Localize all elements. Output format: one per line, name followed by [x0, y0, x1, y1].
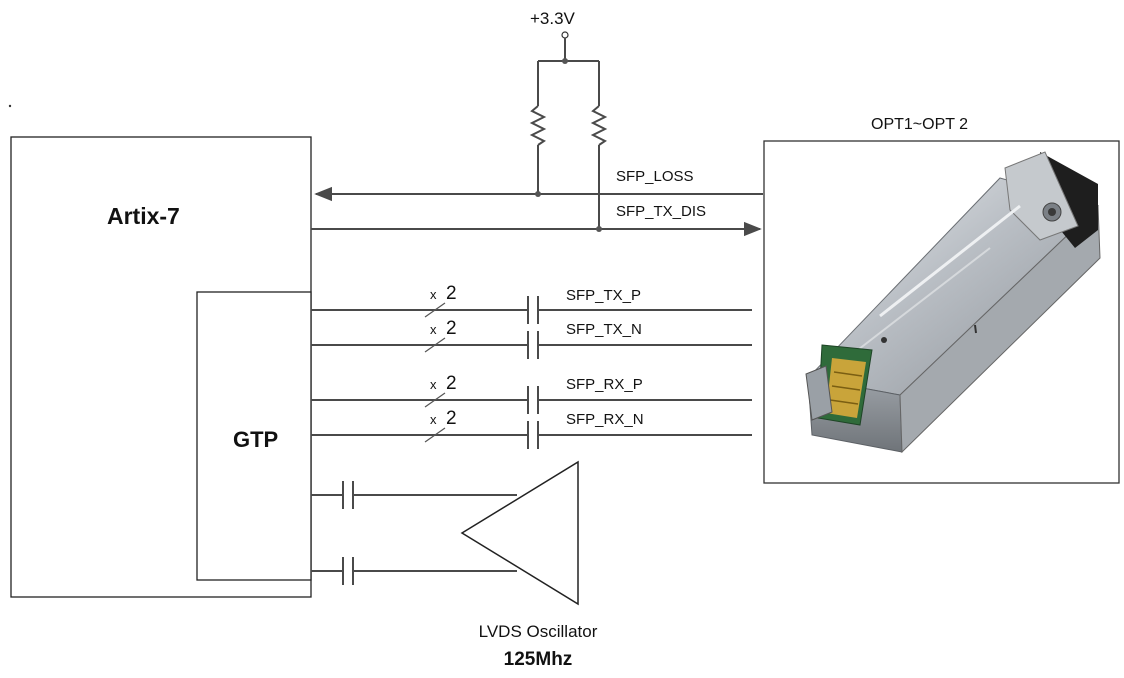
stray-dot — [8, 104, 12, 108]
module-title: OPT1~OPT 2 — [871, 116, 968, 133]
gtp-block — [196, 291, 312, 581]
sfp-loss-label: SFP_LOSS — [616, 168, 694, 185]
sfp-tx-n-label: SFP_TX_N — [566, 321, 642, 338]
bus-mark-rx-n: x — [430, 412, 437, 427]
sfp-rx-p-line — [311, 386, 752, 414]
power-junction — [562, 58, 568, 64]
bus-count-rx-n: 2 — [446, 408, 457, 429]
sfp-rx-n-line — [311, 421, 752, 449]
sfp-module-photo — [805, 151, 1101, 454]
sfp-tx-dis-label: SFP_TX_DIS — [616, 203, 706, 220]
bus-count-tx-p: 2 — [446, 283, 457, 304]
clock-line-n — [311, 557, 517, 585]
fpga-label: Artix-7 — [107, 203, 180, 229]
txdis-junction — [596, 226, 602, 232]
sfp-tx-p-label: SFP_TX_P — [566, 287, 641, 304]
bus-count-rx-p: 2 — [446, 373, 457, 394]
bus-count-tx-n: 2 — [446, 318, 457, 339]
pullup-resistor-loss — [529, 61, 547, 194]
sfp-tx-p-line — [311, 296, 752, 324]
oscillator-frequency: 125Mhz — [504, 649, 573, 670]
gtp-label: GTP — [233, 427, 278, 452]
sfp-tx-n-line — [311, 331, 752, 359]
bus-mark-tx-n: x — [430, 322, 437, 337]
bus-mark-rx-p: x — [430, 377, 437, 392]
oscillator-symbol — [460, 460, 579, 606]
clock-line-p — [311, 481, 517, 509]
bus-mark-tx-p: x — [430, 287, 437, 302]
oscillator-name: LVDS Oscillator — [479, 622, 598, 641]
sfp-rx-n-label: SFP_RX_N — [566, 411, 644, 428]
loss-junction — [535, 191, 541, 197]
pullup-resistor-txdis — [590, 61, 608, 229]
power-label: +3.3V — [530, 9, 576, 28]
power-terminal — [561, 31, 569, 39]
sfp-rx-p-label: SFP_RX_P — [566, 376, 643, 393]
